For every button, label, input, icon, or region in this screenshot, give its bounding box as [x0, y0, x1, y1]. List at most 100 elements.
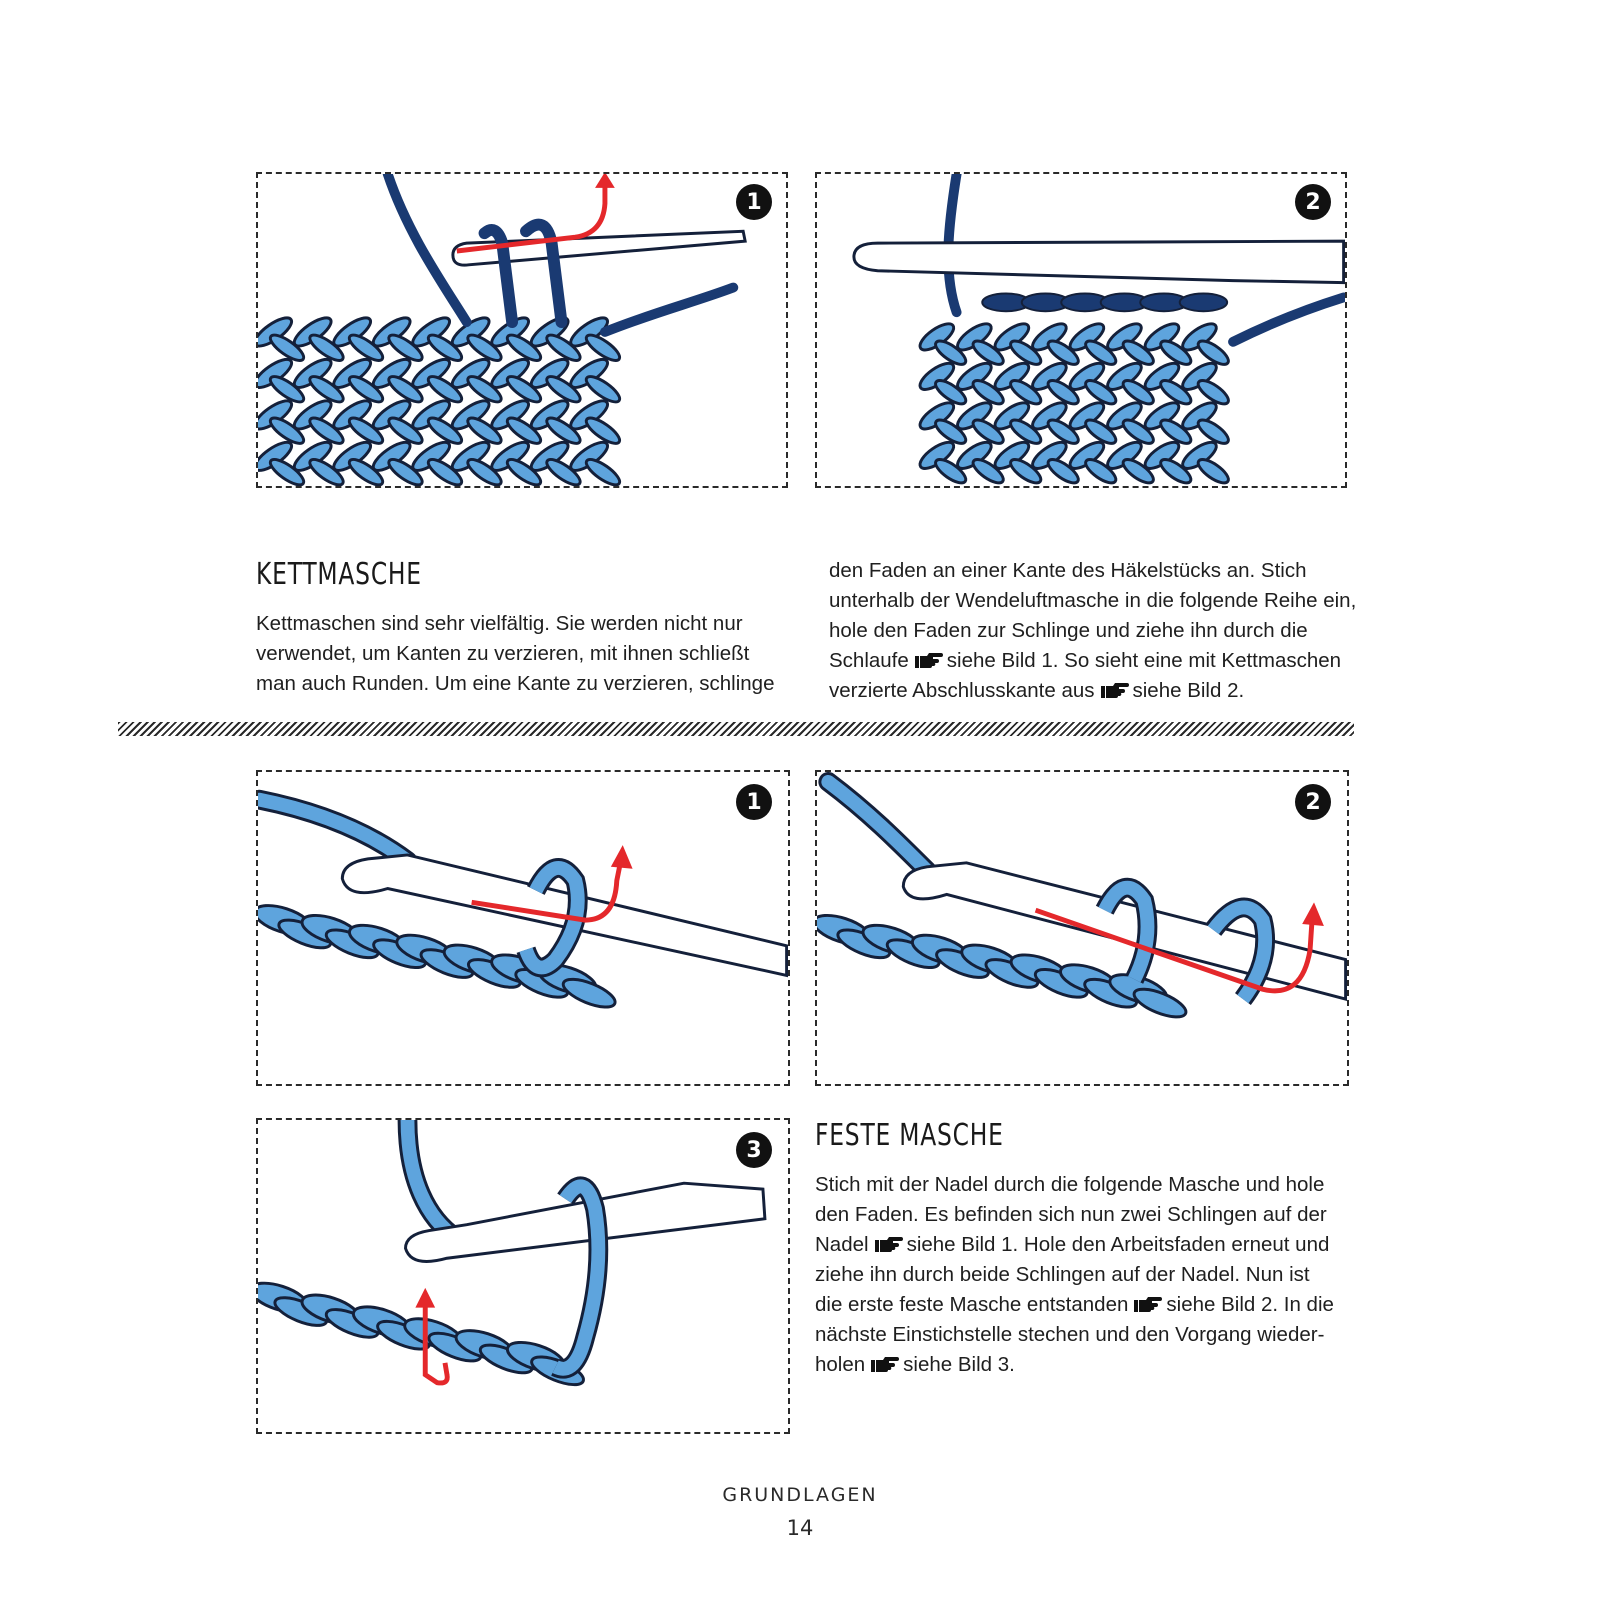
crochet-hook-single-crochet-step-1-icon — [258, 789, 788, 1009]
stitch-loop — [934, 339, 968, 366]
crochet-hook — [852, 239, 1345, 285]
stitch-loop — [308, 458, 345, 486]
text-fragment: Nadel — [815, 1233, 869, 1256]
stitch-loop — [268, 416, 306, 445]
stitch-loop — [268, 458, 306, 486]
yarn-tail — [599, 282, 739, 337]
kettmasche-figure-2: 2 — [815, 172, 1347, 488]
text-line: hole den Faden zur Schlinge und ziehe ih… — [829, 619, 1308, 642]
stitch-loop — [584, 375, 622, 404]
text-line: unterhalb der Wendeluftmasche in die fol… — [829, 589, 1357, 612]
stitch-loop — [934, 418, 968, 445]
figure-number-badge: 3 — [736, 1132, 772, 1168]
text-fragment: Schlaufe — [829, 649, 909, 672]
stitch-loop — [268, 333, 306, 362]
running-footer-section: GRUNDLAGEN — [722, 1484, 878, 1506]
fabric-swatch — [258, 316, 622, 486]
stitch-loop — [1009, 339, 1043, 366]
stitch-loop — [268, 375, 306, 404]
arrow-head — [1302, 902, 1324, 927]
section-heading-feste-masche: FESTE MASCHE — [815, 1118, 1004, 1153]
stitch-loop — [1084, 339, 1118, 366]
stitch-loop — [1196, 458, 1230, 485]
text-fragment: die erste feste Masche entstanden — [815, 1293, 1129, 1316]
kettmasche-text-right: den Faden an einer Kante des Häkelstücks… — [829, 556, 1369, 706]
stitch-loop — [1159, 339, 1193, 366]
feste-masche-figure-2: 2 — [815, 770, 1349, 1086]
direction-arrow — [422, 1301, 450, 1386]
text-fragment: holen — [815, 1353, 866, 1376]
stitch-loop — [347, 416, 385, 445]
stitch-loop — [1196, 418, 1230, 445]
text-line: holen siehe Bild 3. — [815, 1350, 1365, 1380]
stitch-loop — [971, 379, 1005, 406]
stitch-loop — [584, 458, 622, 486]
stitch-loop — [387, 333, 424, 362]
stitch-loop — [1121, 339, 1155, 366]
stitch-loop — [545, 458, 582, 486]
stitch-loop — [934, 458, 968, 485]
stitch-loop — [466, 458, 503, 486]
stitch-loop — [545, 416, 582, 445]
stitch-loop — [971, 458, 1005, 485]
stitch-loop — [308, 375, 345, 404]
stitch-loop — [1159, 418, 1193, 445]
feste-masche-text: Stich mit der Nadel durch die folgende M… — [815, 1170, 1365, 1380]
stitch-loop — [584, 416, 622, 445]
stitch-loop — [1121, 418, 1155, 445]
direction-arrow — [1034, 907, 1315, 994]
stitch-loop — [505, 458, 543, 486]
crochet-hook-single-crochet-step-2-icon — [817, 772, 1347, 1019]
stitch-loop — [1046, 458, 1080, 485]
stitch-loop — [545, 375, 582, 404]
stitch-loop — [1196, 339, 1230, 366]
crochet-hook-single-crochet-step-3-icon — [258, 1120, 767, 1387]
stitch-loop — [1084, 379, 1118, 406]
slip-stitch-chain — [981, 292, 1229, 313]
hatched-divider — [118, 722, 1354, 736]
stitch-loop — [1196, 379, 1230, 406]
stitch-loop — [426, 416, 464, 445]
stitch-loop — [1009, 458, 1043, 485]
text-line: verwendet, um Kanten zu verzieren, mit i… — [256, 642, 750, 665]
stitch-loop — [1046, 418, 1080, 445]
stitch-loop — [347, 375, 385, 404]
crochet-hook-slip-stitch-step-1-icon — [258, 174, 747, 486]
crochet-hook — [451, 229, 747, 267]
text-fragment: siehe Bild 1. So sieht eine mit Kettmasc… — [946, 649, 1342, 672]
stitch-loop — [1159, 458, 1193, 485]
chain-stitches — [817, 913, 1188, 1019]
stitch-loop — [1084, 458, 1118, 485]
stitch-loop — [1046, 339, 1080, 366]
crochet-hook-slip-stitch-step-2-icon — [852, 174, 1345, 485]
crochet-hook — [901, 861, 1347, 1001]
stitch-loop — [505, 416, 543, 445]
loop-1 — [478, 224, 519, 329]
text-line: nächste Einstichstelle stechen und den V… — [815, 1323, 1325, 1346]
text-fragment: siehe Bild 3. — [903, 1353, 1015, 1376]
stitch-loop — [347, 333, 385, 362]
text-line: den Faden. Es befinden sich nun zwei Sch… — [815, 1203, 1327, 1226]
fabric-swatch — [918, 322, 1230, 485]
figure-number-badge: 1 — [736, 784, 772, 820]
figure-number-badge: 2 — [1295, 184, 1331, 220]
stitch-loop — [426, 458, 464, 486]
stitch-loop — [1009, 418, 1043, 445]
stitch-loop — [1009, 379, 1043, 406]
stitch-loop — [1084, 418, 1118, 445]
stitch-loop — [545, 333, 582, 362]
text-line: man auch Runden. Um eine Kante zu verzie… — [256, 672, 775, 695]
stitch-loop — [426, 375, 464, 404]
stitch-loop — [466, 416, 503, 445]
yarn-tail — [1228, 292, 1345, 347]
text-line: Schlaufe siehe Bild 1. So sieht eine mit … — [829, 646, 1369, 676]
pointing-hand-icon — [915, 653, 943, 669]
stitch-loop — [505, 375, 543, 404]
stitch-loop — [387, 416, 424, 445]
direction-arrow — [471, 860, 624, 923]
stitch-loop — [1046, 379, 1080, 406]
section-heading-kettmasche: KETTMASCHE — [256, 557, 422, 592]
pointing-hand-icon — [871, 1357, 899, 1373]
